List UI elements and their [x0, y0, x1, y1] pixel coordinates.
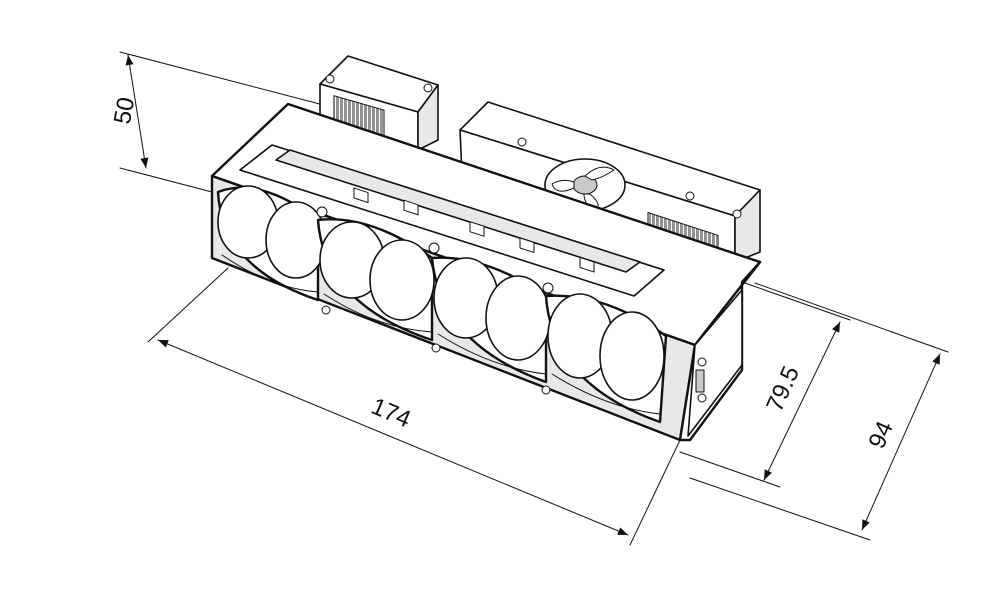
extension-line — [119, 51, 336, 109]
dimension-height-back: 50 — [109, 51, 336, 193]
extension-line — [147, 267, 229, 343]
dimension-label-94: 94 — [863, 417, 899, 452]
lens-array — [216, 185, 668, 424]
extension-line — [679, 451, 781, 488]
bottom-screws — [321, 305, 551, 395]
extension-line — [741, 281, 851, 321]
dimension-line — [763, 321, 841, 481]
extension-line — [629, 439, 681, 546]
dimension-line — [861, 353, 941, 531]
extension-line — [119, 167, 213, 193]
dimension-label-50: 50 — [109, 95, 140, 126]
dimension-label-174: 174 — [367, 393, 414, 434]
extension-line — [754, 282, 949, 353]
rail-connectors — [353, 187, 595, 273]
dimension-height-front: 79.5 — [679, 281, 851, 488]
rear-left-module — [319, 55, 439, 151]
dimension-line — [125, 54, 149, 169]
device-assembly — [210, 55, 762, 442]
extension-line — [689, 477, 871, 541]
dimension-line — [157, 339, 629, 536]
